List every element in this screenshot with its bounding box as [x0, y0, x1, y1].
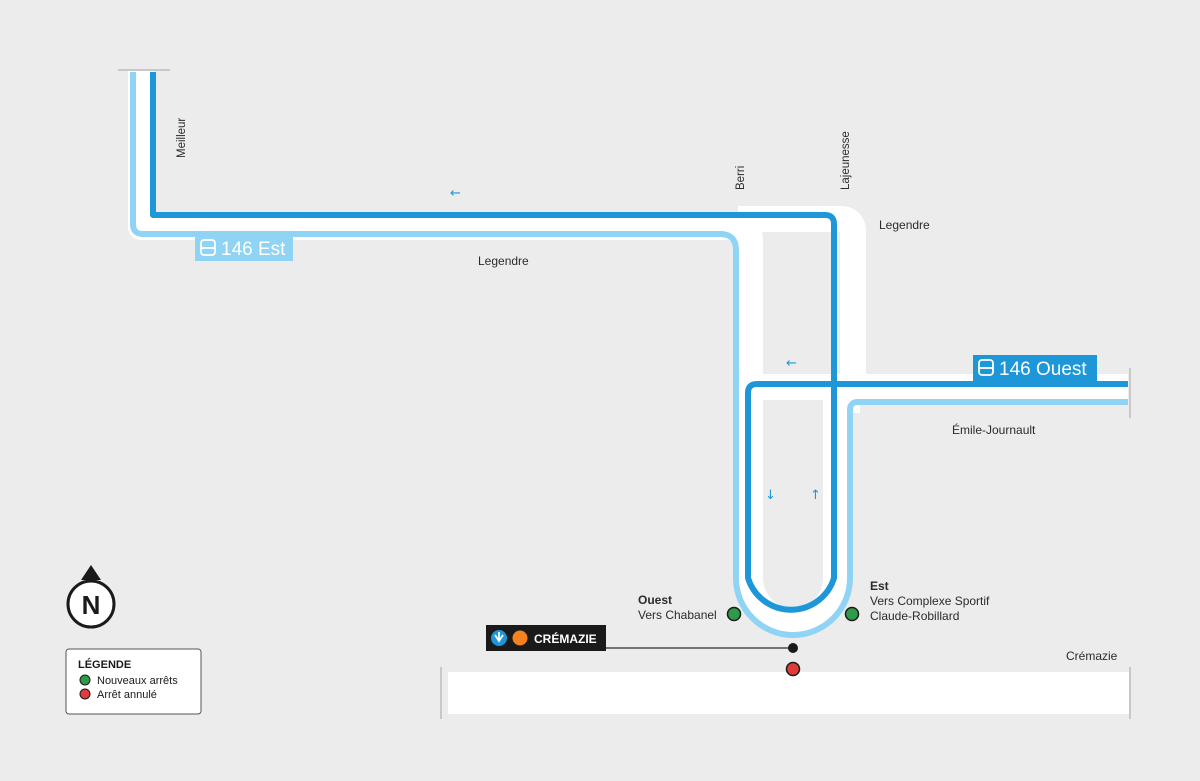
bus-icon	[978, 359, 994, 376]
direction-arrows: ← ← ↓ ↑	[450, 186, 821, 503]
legend-swatch-new	[79, 674, 91, 686]
stop-ouest-title: Ouest	[638, 593, 672, 607]
street-label-berri: Berri	[735, 166, 747, 190]
stop-est-marker[interactable]	[844, 606, 860, 622]
stop-est-line2: Claude-Robillard	[870, 609, 959, 623]
legend: LÉGENDE Nouveaux arrêts Arrêt annulé	[65, 648, 202, 715]
street-label-lajeunesse: Lajeunesse	[840, 131, 852, 190]
street-legendre-east	[738, 206, 866, 380]
route-label-146-est: 146 Est	[195, 235, 293, 261]
north-arrow-icon	[81, 565, 101, 580]
route-label-146-ouest: 146 Ouest	[973, 355, 1097, 381]
route-146-ouest-line	[150, 72, 1128, 613]
orange-line-icon	[512, 630, 528, 646]
street-label-meilleur: Meilleur	[176, 118, 188, 158]
compass-circle	[66, 579, 116, 629]
legend-box	[65, 648, 202, 715]
legend-item-new: Nouveaux arrêts	[97, 675, 178, 687]
bus-icon	[200, 239, 216, 256]
street-ends	[118, 69, 1131, 719]
stop-est-line1: Vers Complexe Sportif	[870, 594, 990, 608]
stop-ouest-subtitle: Vers Chabanel	[638, 608, 717, 622]
street-label-emile-journault: Émile-Journault	[952, 422, 1036, 437]
stop-cancelled-marker[interactable]	[785, 661, 801, 677]
street-label-legendre-east: Legendre	[879, 218, 930, 232]
route-label-text: 146 Est	[221, 239, 286, 260]
metro-access-point	[788, 643, 798, 653]
arrow-down-icon: ↓	[765, 488, 776, 503]
route-label-text: 146 Ouest	[999, 359, 1087, 380]
street-label-legendre: Legendre	[478, 254, 529, 268]
route-146-est-line	[130, 72, 1128, 638]
legend-title: LÉGENDE	[78, 658, 131, 671]
legend-item-cancelled: Arrêt annulé	[97, 689, 157, 701]
stop-ouest-marker[interactable]	[726, 606, 742, 622]
stop-est-title: Est	[870, 579, 889, 593]
street-cremazie	[448, 672, 1130, 714]
arrow-west-icon: ←	[786, 356, 797, 371]
street-label-cremazie: Crémazie	[1066, 649, 1118, 663]
arrow-up-icon: ↑	[810, 488, 821, 503]
street-network	[128, 70, 1128, 634]
metro-station-badge[interactable]: CRÉMAZIE	[486, 625, 606, 651]
legend-swatch-cancelled	[79, 688, 91, 700]
compass: N	[66, 565, 116, 629]
compass-letter: N	[82, 590, 101, 620]
metro-station-name: CRÉMAZIE	[534, 631, 597, 646]
arrow-west-icon: ←	[450, 186, 461, 201]
